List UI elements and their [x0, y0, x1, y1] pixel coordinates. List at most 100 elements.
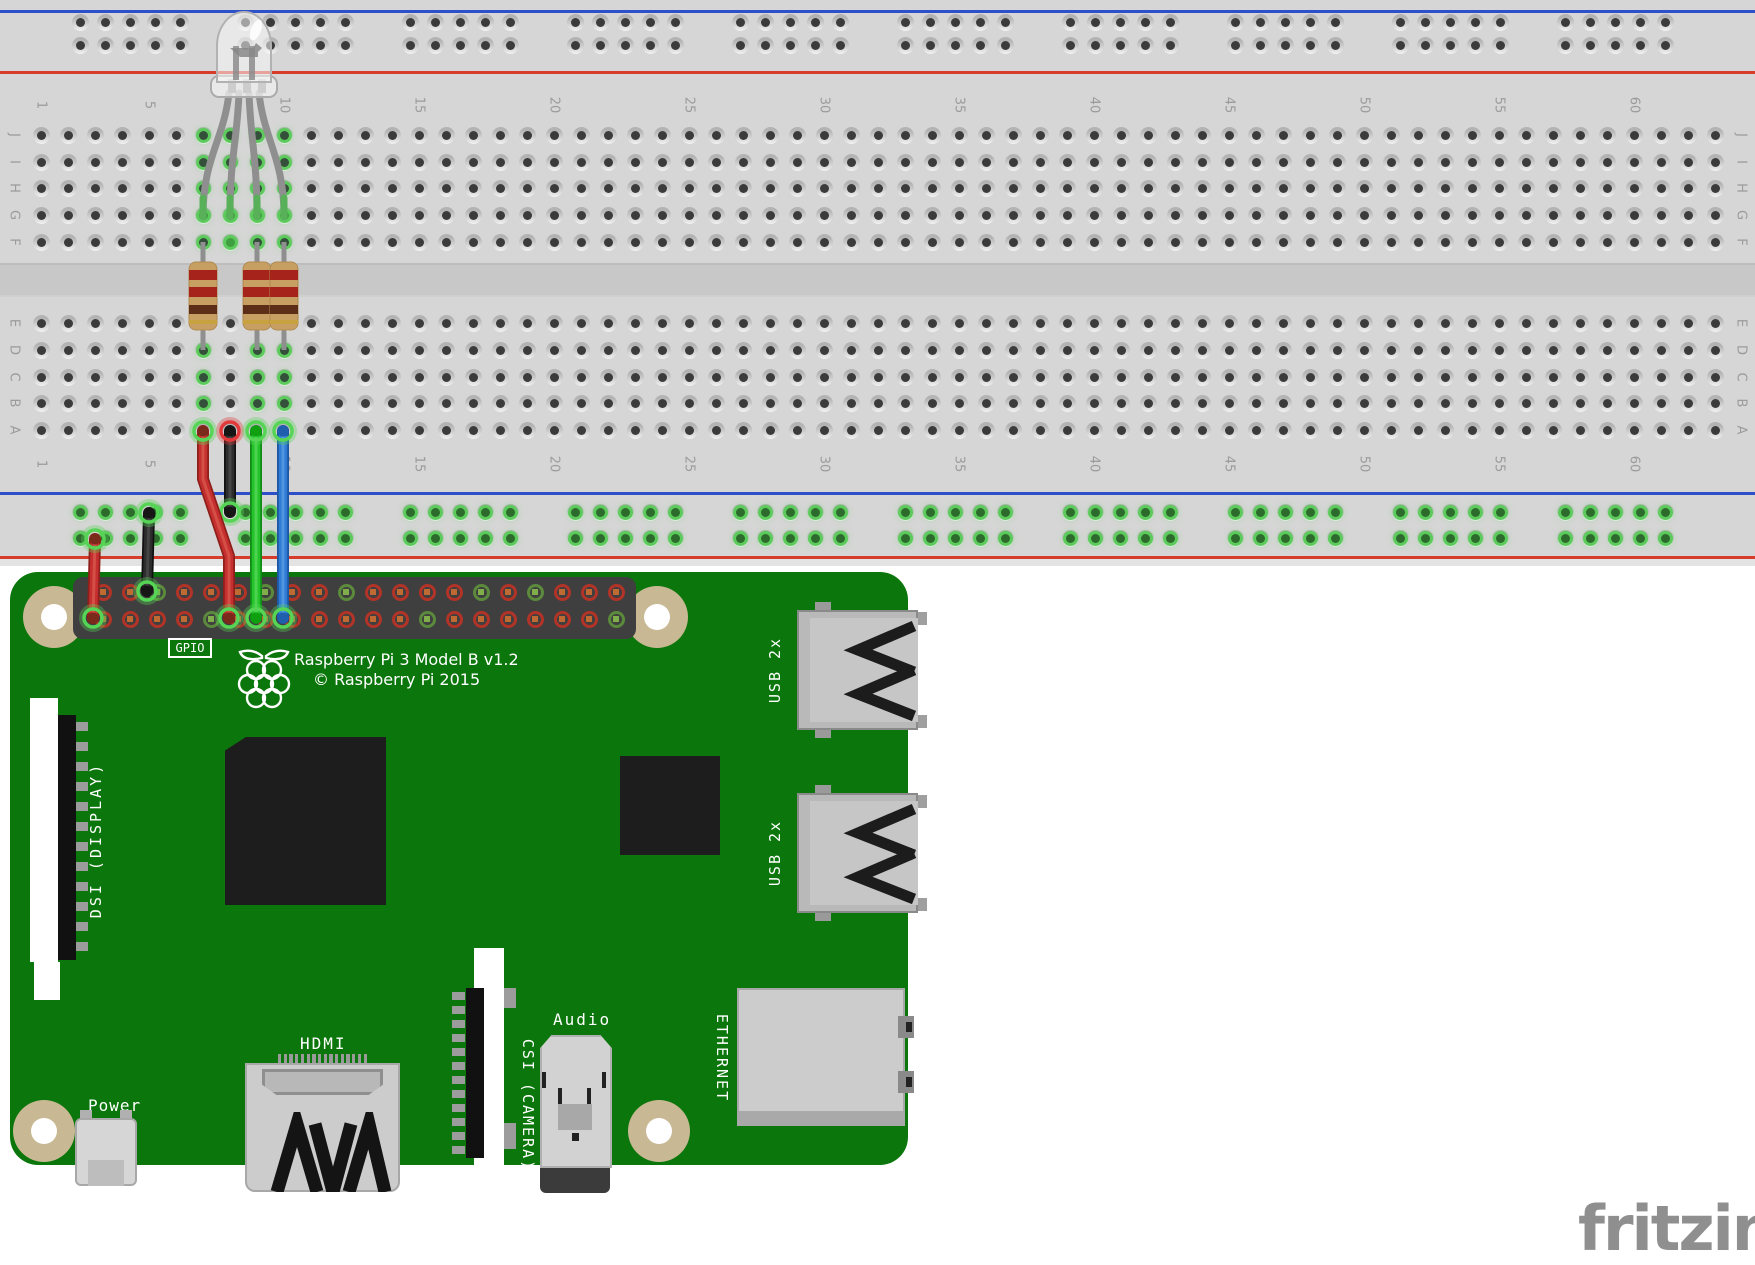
- resistor-band-brown[interactable]: [189, 305, 217, 314]
- hole-E37[interactable]: [1004, 314, 1022, 332]
- hole-A47[interactable]: [1274, 421, 1292, 439]
- hole-J35[interactable]: [950, 126, 968, 144]
- hole-C34[interactable]: [923, 368, 941, 386]
- hole-H15[interactable]: [410, 179, 428, 197]
- hole-J36[interactable]: [977, 126, 995, 144]
- hole-F29[interactable]: [788, 233, 806, 251]
- hole-F35[interactable]: [950, 233, 968, 251]
- hole-F3[interactable]: [86, 233, 104, 251]
- hole-A32[interactable]: [869, 421, 887, 439]
- hole-G21[interactable]: [572, 206, 590, 224]
- hole-I30[interactable]: [815, 153, 833, 171]
- hole-B27[interactable]: [734, 394, 752, 412]
- hole-B42[interactable]: [1139, 394, 1157, 412]
- rgb-led-bulb[interactable]: [216, 11, 272, 83]
- hole-B10[interactable]: [275, 394, 293, 412]
- hole-F17[interactable]: [464, 233, 482, 251]
- hole-D50[interactable]: [1355, 341, 1373, 359]
- hole-I43[interactable]: [1166, 153, 1184, 171]
- resistor-band-gold[interactable]: [270, 320, 298, 324]
- hole-I20[interactable]: [545, 153, 563, 171]
- hole-B7[interactable]: [194, 394, 212, 412]
- hole-J45[interactable]: [1220, 126, 1238, 144]
- hole-B24[interactable]: [653, 394, 671, 412]
- hole-A22[interactable]: [599, 421, 617, 439]
- hole-G53[interactable]: [1436, 206, 1454, 224]
- hole-C35[interactable]: [950, 368, 968, 386]
- hole-E21[interactable]: [572, 314, 590, 332]
- hole-G2[interactable]: [59, 206, 77, 224]
- hole-D26[interactable]: [707, 341, 725, 359]
- hole-A3[interactable]: [86, 421, 104, 439]
- hole-B4[interactable]: [113, 394, 131, 412]
- hole-H32[interactable]: [869, 179, 887, 197]
- hole-D39[interactable]: [1058, 341, 1076, 359]
- hole-G44[interactable]: [1193, 206, 1211, 224]
- hole-F2[interactable]: [59, 233, 77, 251]
- hole-F52[interactable]: [1409, 233, 1427, 251]
- hole-D31[interactable]: [842, 341, 860, 359]
- hole-H11[interactable]: [302, 179, 320, 197]
- hole-B40[interactable]: [1085, 394, 1103, 412]
- hole-F27[interactable]: [734, 233, 752, 251]
- hole-G38[interactable]: [1031, 206, 1049, 224]
- hole-H22[interactable]: [599, 179, 617, 197]
- hole-D40[interactable]: [1085, 341, 1103, 359]
- hole-I23[interactable]: [626, 153, 644, 171]
- hole-H31[interactable]: [842, 179, 860, 197]
- hole-J28[interactable]: [761, 126, 779, 144]
- hole-G30[interactable]: [815, 206, 833, 224]
- hole-H23[interactable]: [626, 179, 644, 197]
- hole-I53[interactable]: [1436, 153, 1454, 171]
- hole-G11[interactable]: [302, 206, 320, 224]
- hole-B47[interactable]: [1274, 394, 1292, 412]
- hole-J51[interactable]: [1382, 126, 1400, 144]
- hole-A12[interactable]: [329, 421, 347, 439]
- hole-J6[interactable]: [167, 126, 185, 144]
- hole-E30[interactable]: [815, 314, 833, 332]
- hole-F14[interactable]: [383, 233, 401, 251]
- hole-J22[interactable]: [599, 126, 617, 144]
- hole-E24[interactable]: [653, 314, 671, 332]
- hole-J54[interactable]: [1463, 126, 1481, 144]
- hole-I25[interactable]: [680, 153, 698, 171]
- hole-H26[interactable]: [707, 179, 725, 197]
- hole-E26[interactable]: [707, 314, 725, 332]
- resistor-band-brown[interactable]: [270, 305, 298, 314]
- hole-C1[interactable]: [32, 368, 50, 386]
- hole-G3[interactable]: [86, 206, 104, 224]
- hole-C4[interactable]: [113, 368, 131, 386]
- hole-G28[interactable]: [761, 206, 779, 224]
- hole-J42[interactable]: [1139, 126, 1157, 144]
- hole-H30[interactable]: [815, 179, 833, 197]
- hole-E3[interactable]: [86, 314, 104, 332]
- wire-end-cap[interactable]: [87, 612, 99, 624]
- hole-C23[interactable]: [626, 368, 644, 386]
- hole-J38[interactable]: [1031, 126, 1049, 144]
- hole-E53[interactable]: [1436, 314, 1454, 332]
- hole-I5[interactable]: [140, 153, 158, 171]
- hole-I17[interactable]: [464, 153, 482, 171]
- hole-G5[interactable]: [140, 206, 158, 224]
- hole-E28[interactable]: [761, 314, 779, 332]
- resistor-band-gold[interactable]: [243, 320, 271, 324]
- hole-C44[interactable]: [1193, 368, 1211, 386]
- hole-E52[interactable]: [1409, 314, 1427, 332]
- hole-E36[interactable]: [977, 314, 995, 332]
- hole-G4[interactable]: [113, 206, 131, 224]
- hole-A15[interactable]: [410, 421, 428, 439]
- hole-D48[interactable]: [1301, 341, 1319, 359]
- hole-F23[interactable]: [626, 233, 644, 251]
- hole-G36[interactable]: [977, 206, 995, 224]
- hole-I28[interactable]: [761, 153, 779, 171]
- hole-G50[interactable]: [1355, 206, 1373, 224]
- hole-D18[interactable]: [491, 341, 509, 359]
- hole-C24[interactable]: [653, 368, 671, 386]
- hole-J50[interactable]: [1355, 126, 1373, 144]
- hole-H25[interactable]: [680, 179, 698, 197]
- hole-H20[interactable]: [545, 179, 563, 197]
- hole-J44[interactable]: [1193, 126, 1211, 144]
- hole-B46[interactable]: [1247, 394, 1265, 412]
- hole-A45[interactable]: [1220, 421, 1238, 439]
- hole-I13[interactable]: [356, 153, 374, 171]
